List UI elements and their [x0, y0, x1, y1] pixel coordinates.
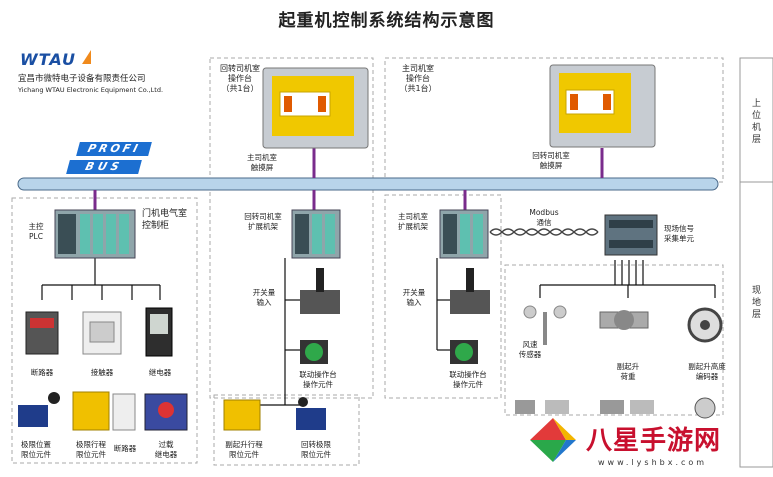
col2-bottom-1: 副起升行程 限位元件 — [225, 440, 263, 459]
relay-device — [145, 307, 173, 357]
layer-upper-label: 上 位 机 层 — [751, 99, 761, 145]
col3-tree — [436, 258, 450, 351]
push-button-2 — [450, 340, 478, 364]
company-name-en: Yichang WTAU Electronic Equipment Co.,Lt… — [18, 86, 164, 94]
col2-bottom-2: 回转极限 限位元件 — [301, 440, 331, 459]
frame-sensors — [504, 264, 724, 416]
contactor-device — [82, 311, 122, 355]
plc-rack-col2 — [291, 209, 341, 259]
touch-panel-2 — [549, 64, 656, 148]
company-name-cn: 宜昌市微特电子设备有限责任公司 — [18, 74, 146, 84]
frame-col2-bottom — [213, 394, 360, 466]
modbus-label: Modbus 通信 — [529, 208, 559, 227]
limit-switch-4 — [296, 397, 326, 430]
wind-sensor — [523, 305, 567, 345]
profibus-badge: PROFI BUS — [62, 142, 154, 176]
watermark-url: www.lyshbx.com — [598, 458, 708, 467]
cabinet-row2-limit-position: 极限位置 限位元件 — [21, 440, 51, 459]
profibus-line — [17, 177, 719, 191]
bottom-partial-devices — [515, 397, 716, 419]
layer-field-box — [739, 181, 773, 468]
frame-col3-bottom — [384, 194, 502, 399]
encoder-label: 副起升高度 编码器 — [688, 362, 726, 381]
profibus-bus: BUS — [66, 160, 142, 174]
cabinet-row2-breaker: 断路器 — [113, 444, 137, 453]
frame-cabinet — [11, 197, 198, 464]
cabinet-row1-breaker: 断路器 — [30, 368, 54, 377]
profibus-profi: PROFI — [76, 142, 152, 156]
limit-switch-2 — [72, 391, 110, 431]
watermark-emblem — [530, 418, 576, 462]
touch-panel-1 — [262, 67, 369, 149]
bus-links — [93, 148, 604, 210]
cabinet-row2-overload: 过载 继电器 — [154, 440, 178, 459]
console-1-screen-label: 主司机室 触摸屏 — [247, 153, 277, 172]
frame-col2 — [209, 57, 374, 399]
col3-switch-label: 开关量 输入 — [402, 288, 426, 307]
console-1-title: 回转司机室 操作台 （共1台） — [220, 64, 260, 93]
limit-switch-1 — [18, 392, 60, 427]
watermark-text: 八星手游网 — [586, 426, 722, 456]
joystick-2 — [450, 268, 490, 314]
col3-joystick-label: 联动操作台 操作元件 — [449, 370, 487, 389]
collector-label: 现场信号 采集单元 — [664, 224, 694, 243]
console-2-title: 主司机室 操作台 （共1台） — [399, 64, 437, 93]
cabinet-plc-label: 主控 PLC — [28, 222, 44, 241]
col2-rack-label: 回转司机室 扩展机架 — [244, 212, 282, 231]
col2-joystick-label: 联动操作台 操作元件 — [299, 370, 337, 389]
logo-text: WTAU — [20, 50, 76, 69]
col2-switch-label: 开关量 输入 — [252, 288, 276, 307]
page-title: 起重机控制系统结构示意图 — [278, 11, 495, 31]
company-logo: WTAU — [20, 50, 91, 69]
col3-rack-label: 主司机室 扩展机架 — [398, 212, 428, 231]
joystick-1 — [300, 268, 340, 314]
cabinet-row2-limit-travel: 极限行程 限位元件 — [76, 440, 106, 459]
wind-sensor-label: 风速 传感器 — [518, 340, 542, 359]
modbus-cable — [489, 228, 599, 236]
load-sensor-label: 副起升 荷重 — [616, 362, 640, 381]
console-2-screen-label: 回转司机室 触摸屏 — [532, 151, 570, 170]
breaker-device — [25, 311, 59, 355]
plc-rack-main — [54, 209, 136, 259]
encoder — [687, 307, 723, 343]
cabinet-row1-relay: 继电器 — [148, 368, 172, 377]
collector-unit — [604, 214, 658, 256]
load-sensor — [599, 310, 649, 330]
cabinet-row1-contactor: 接触器 — [90, 368, 114, 377]
push-button-1 — [300, 340, 328, 364]
layer-field-label: 现 地 层 — [751, 286, 761, 320]
plc-rack-col3 — [439, 209, 489, 259]
logo-mark-icon — [82, 50, 91, 64]
collector-wires — [539, 260, 716, 298]
overload-relay — [144, 393, 188, 431]
breaker-2 — [112, 393, 136, 431]
cabinet-tree — [41, 258, 161, 300]
limit-switch-3 — [223, 399, 261, 431]
cabinet-title: 门机电气室 控制柜 — [142, 209, 188, 231]
